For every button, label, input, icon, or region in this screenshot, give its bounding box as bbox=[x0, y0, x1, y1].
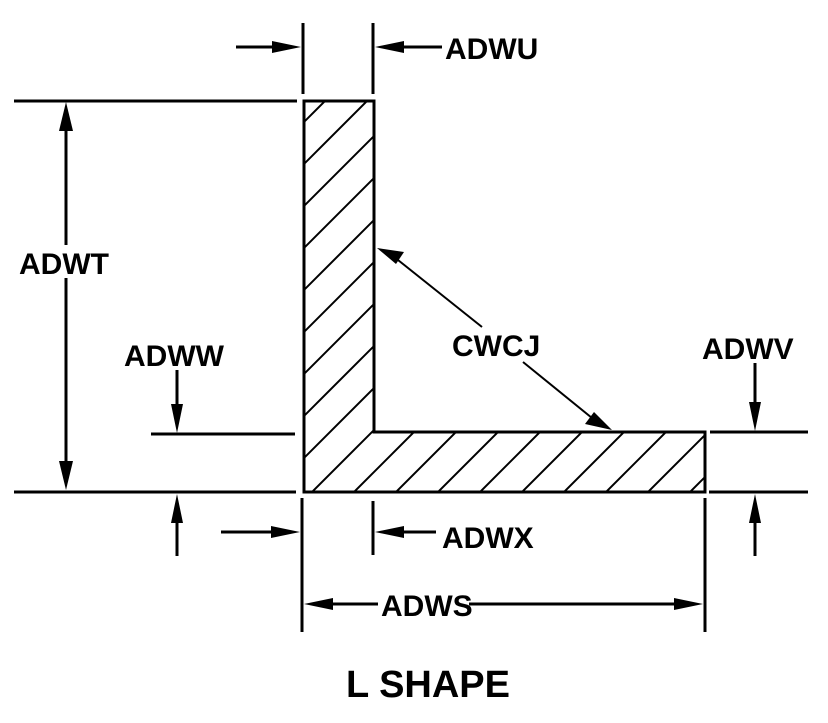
diagram-title: L SHAPE bbox=[346, 664, 510, 706]
label-adws: ADWS bbox=[381, 590, 473, 623]
adwt-arrow-down-icon bbox=[59, 461, 73, 490]
hatch-line bbox=[766, 0, 828, 500]
hatch-line bbox=[597, 101, 705, 492]
hatch-line bbox=[639, 101, 705, 492]
label-adwv: ADWV bbox=[702, 333, 794, 366]
cwcj-leader-upper bbox=[397, 259, 483, 328]
adwx-arrow-right-icon bbox=[271, 526, 300, 538]
label-adwu: ADWU bbox=[445, 33, 538, 66]
label-cwcj: CWCJ bbox=[452, 330, 540, 363]
hatch-line bbox=[471, 101, 705, 492]
l-shape-outline bbox=[302, 99, 707, 494]
hatch-line bbox=[724, 0, 828, 500]
hatch-line bbox=[387, 101, 705, 492]
hatch-line bbox=[304, 101, 705, 492]
cwcj-leader-lower bbox=[522, 361, 593, 419]
adwv-arrow-up-icon bbox=[749, 494, 761, 523]
hatch-line bbox=[429, 101, 705, 492]
cwcj-arrow-upper-icon bbox=[377, 248, 404, 264]
hatch-line bbox=[304, 101, 705, 492]
adwu-arrow-right-icon bbox=[272, 41, 301, 53]
section-hatching bbox=[304, 0, 828, 500]
hatch-line bbox=[513, 101, 705, 492]
adwv-arrow-down-icon bbox=[749, 402, 761, 431]
adww-arrow-down-icon bbox=[171, 404, 183, 433]
label-adwx: ADWX bbox=[442, 522, 534, 555]
label-adww: ADWW bbox=[124, 340, 225, 373]
adws-arrow-left-icon bbox=[304, 598, 333, 610]
label-adwt: ADWT bbox=[19, 248, 109, 281]
adww-arrow-up-icon bbox=[171, 494, 183, 523]
hatch-line bbox=[304, 101, 595, 492]
hatch-line bbox=[304, 101, 705, 492]
adwx-arrow-left-icon bbox=[375, 526, 404, 538]
adwt-arrow-up-icon bbox=[59, 102, 73, 131]
adws-arrow-right-icon bbox=[674, 598, 703, 610]
cwcj-arrow-lower-icon bbox=[585, 412, 612, 430]
adwu-arrow-left-icon bbox=[375, 41, 404, 53]
